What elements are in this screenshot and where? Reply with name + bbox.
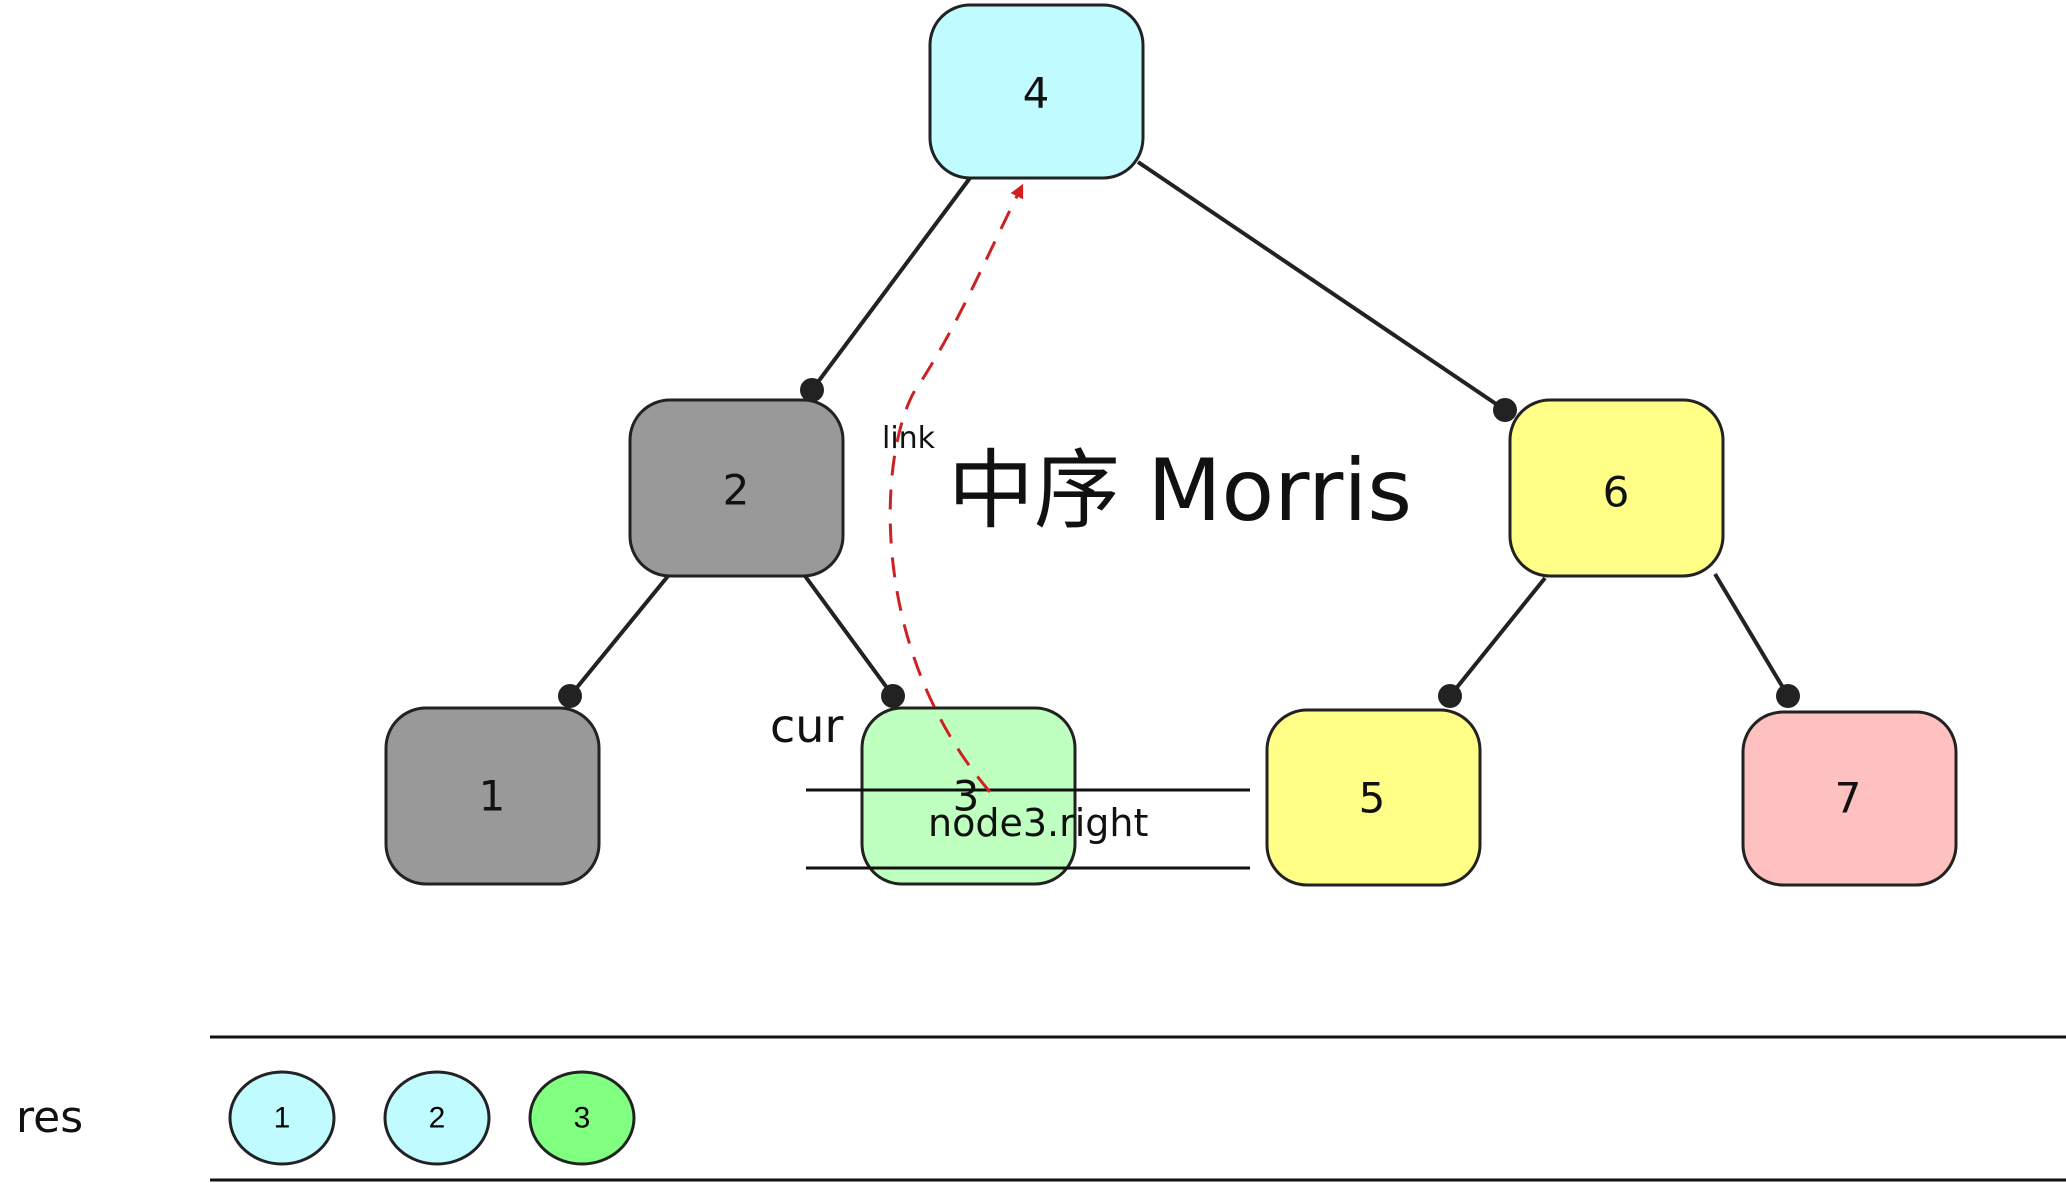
endpoint-dot	[1438, 684, 1462, 708]
res-item-circle	[383, 1070, 491, 1166]
tree-node-1: 1	[384, 706, 601, 886]
edge-2-3	[803, 574, 895, 698]
tree-node-5: 5	[1265, 708, 1482, 887]
tree-node-box	[1741, 710, 1958, 887]
endpoint-dot	[800, 378, 824, 402]
res-item-label: 3	[574, 1102, 591, 1135]
tree-node-label: 5	[1359, 774, 1386, 823]
node3-right-label: node3.right	[928, 801, 1148, 845]
endpoint-dot	[1776, 684, 1800, 708]
page-title: 中序 Morris	[948, 441, 1412, 541]
tree-node-label: 2	[723, 466, 750, 515]
res-item-circle	[528, 1070, 636, 1166]
tree-node-label: 3	[953, 772, 980, 821]
res-item-label: 2	[429, 1102, 446, 1135]
res-item-3: 3	[528, 1070, 636, 1166]
endpoint-dot	[881, 684, 905, 708]
tree-node-3: 3	[860, 706, 1077, 886]
res-item-circle	[228, 1070, 336, 1166]
tree-node-box	[1265, 708, 1482, 887]
tree-node-box	[860, 706, 1077, 886]
tree-node-box	[1508, 398, 1725, 578]
res-item-label: 1	[274, 1102, 291, 1135]
res-section: res 1 2 3	[16, 1035, 2066, 1182]
tree-node-label: 6	[1603, 468, 1630, 517]
morris-link-arrow	[888, 183, 1024, 793]
endpoint-dot	[1493, 398, 1517, 422]
edge-endpoint-dots	[558, 378, 1800, 708]
tree-node-box	[384, 706, 601, 886]
tree-node-label: 1	[479, 772, 506, 821]
tree-node-box	[628, 398, 845, 578]
tree-node-label: 4	[1023, 69, 1050, 118]
pointer-table-lines	[806, 788, 1250, 870]
res-item-2: 2	[383, 1070, 491, 1166]
cur-label: cur	[770, 699, 843, 753]
tree-node-6: 6	[1508, 398, 1725, 578]
tree-node-7: 7	[1741, 710, 1958, 887]
link-label: link	[882, 421, 936, 456]
edge-6-5	[1448, 576, 1547, 698]
edge-6-7	[1713, 572, 1790, 698]
res-item-1: 1	[228, 1070, 336, 1166]
tree-node-4: 4	[928, 3, 1145, 180]
edge-4-6	[1136, 160, 1507, 412]
edge-4-2	[810, 176, 972, 392]
res-label: res	[16, 1092, 83, 1143]
edge-2-1	[568, 574, 670, 698]
tree-node-box	[928, 3, 1145, 180]
tree-node-label: 7	[1835, 774, 1862, 823]
tree-edges	[568, 160, 1790, 698]
tree-node-2: 2	[628, 398, 845, 578]
endpoint-dot	[558, 684, 582, 708]
